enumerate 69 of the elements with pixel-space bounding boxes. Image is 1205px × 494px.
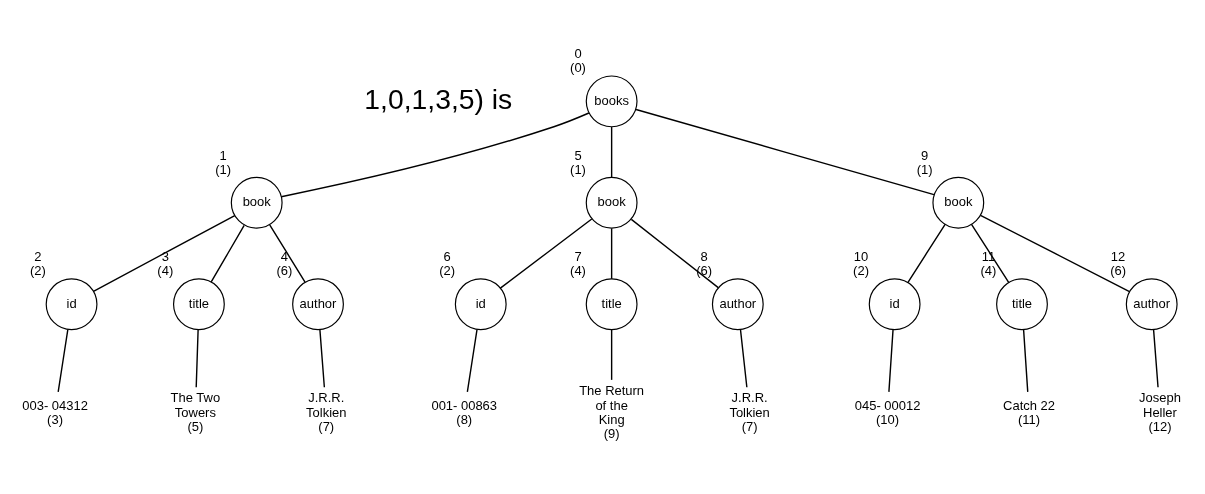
node-label: (6) xyxy=(696,263,713,279)
connector xyxy=(57,328,69,393)
node-circle: id xyxy=(45,278,98,331)
connector xyxy=(269,224,306,283)
connector xyxy=(319,328,326,388)
node-label: 4 xyxy=(280,248,289,264)
node-label: (6) xyxy=(1110,263,1127,279)
node-circle: book xyxy=(230,176,283,229)
connector xyxy=(499,218,593,289)
node-label: 0 xyxy=(574,46,582,62)
node-label: (2) xyxy=(853,263,869,279)
node-label: (4) xyxy=(980,263,997,279)
connector xyxy=(739,328,748,388)
connector xyxy=(1022,328,1029,393)
node-label: 9 xyxy=(921,147,929,163)
node-circle: title xyxy=(585,278,638,331)
connector xyxy=(610,126,613,179)
node-text: J.R.R. Tolkien (7) xyxy=(306,390,347,434)
connector xyxy=(195,328,199,388)
node-label: 1 xyxy=(219,147,227,163)
connector xyxy=(610,227,613,280)
node-label: (2) xyxy=(30,263,46,279)
node-label: (1) xyxy=(916,161,933,177)
node-text: The Return of the King (9) xyxy=(579,383,645,441)
node-circle: book xyxy=(932,176,985,229)
node-circle: id xyxy=(868,278,921,331)
node-circle: title xyxy=(996,278,1048,331)
node-label: (6) xyxy=(276,263,293,279)
node-text: J.R.R. Tolkien (7) xyxy=(729,390,770,434)
connector xyxy=(888,328,894,393)
node-label: 6 xyxy=(443,248,451,264)
node-label: (4) xyxy=(157,263,174,279)
node-label: (4) xyxy=(570,263,586,279)
node-label: (0) xyxy=(570,60,586,76)
node-text: The Two Towers (5) xyxy=(170,390,221,434)
connector xyxy=(979,214,1131,293)
connector xyxy=(970,223,1010,284)
node-circle: author xyxy=(292,278,344,331)
connector xyxy=(907,223,946,284)
node-label: 3 xyxy=(161,248,169,264)
node-text: 003- 04312 (3) xyxy=(22,397,88,427)
connector xyxy=(466,328,478,393)
node-label: 7 xyxy=(574,248,582,264)
connector xyxy=(210,224,245,283)
node-label: (2) xyxy=(439,263,456,279)
node-circle: author xyxy=(1125,278,1178,331)
node-label: 12 xyxy=(1110,248,1126,264)
connector xyxy=(635,108,935,196)
node-label: 10 xyxy=(853,248,869,264)
node-label: 2 xyxy=(34,248,42,264)
node-circle: title xyxy=(173,278,225,331)
node-circle: book xyxy=(585,176,638,229)
node-circle: author xyxy=(711,278,764,331)
connector xyxy=(1152,328,1159,388)
node-label: 8 xyxy=(700,248,708,264)
connector xyxy=(280,112,590,198)
connector xyxy=(610,328,613,381)
connector xyxy=(630,218,719,289)
label: 1,0,1,3,5) is xyxy=(364,82,513,115)
connector xyxy=(92,215,236,292)
node-label: (1) xyxy=(570,161,586,177)
node-text: Joseph Heller (12) xyxy=(1139,390,1181,434)
node-text: 001- 00863 (8) xyxy=(431,397,498,427)
node-label: 5 xyxy=(574,147,582,163)
node-circle: books xyxy=(585,75,638,128)
node-circle: id xyxy=(454,278,507,331)
node-text: Catch 22 (11) xyxy=(1003,397,1056,427)
node-text: 045- 00012 (10) xyxy=(854,397,921,427)
node-label: (1) xyxy=(215,161,232,177)
